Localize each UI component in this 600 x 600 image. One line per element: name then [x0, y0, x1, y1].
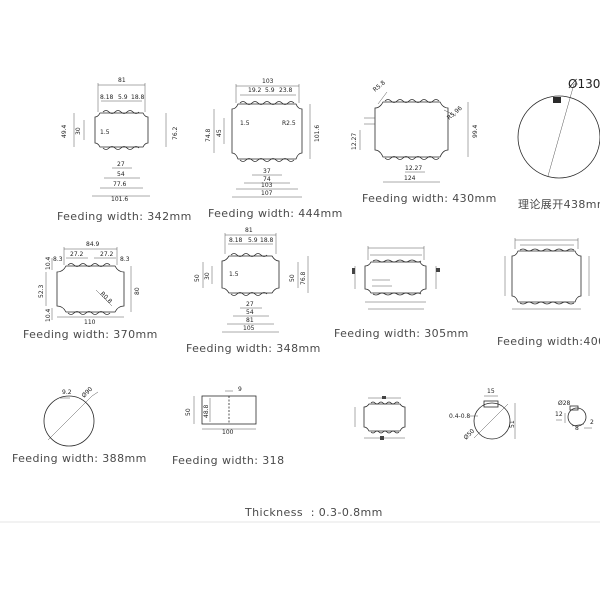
dim-label: 1.5 — [240, 120, 250, 127]
profile-small-rect — [354, 396, 406, 440]
dim-label: 76.8 — [300, 271, 307, 285]
dim-label: 50 — [289, 274, 296, 282]
dim-label: 52.3 — [38, 284, 45, 298]
feeding-width-caption: Feeding width: 348mm — [186, 342, 321, 355]
dim-label: Ø28 — [558, 400, 571, 407]
dim-label: 81 — [118, 77, 126, 84]
profile-370: 84.9 27.2 27.2 8.3 8.3 10.4 52.3 10.4 80… — [23, 241, 158, 341]
feeding-width-caption: Feeding width: 444mm — [208, 207, 343, 220]
profile-400: Feeding width:400mm — [497, 238, 600, 348]
dim-label: 84.9 — [86, 241, 100, 248]
dim-label: 1.5 — [100, 129, 110, 136]
dim-label: 10.4 — [45, 256, 52, 270]
profile-348: 81 8.18 5.9 18.8 50 30 1.5 50 76.8 27 54… — [186, 227, 321, 355]
diameter-label: Ø130 — [568, 77, 600, 91]
dim-label: 10.4 — [45, 308, 52, 322]
dim-label: 8.18 — [229, 237, 243, 244]
dim-label: 51 — [509, 420, 516, 428]
dim-label: 100 — [222, 429, 234, 436]
dim-label: 8.18 — [100, 94, 114, 101]
profile-430: R5.8 R5.96 12.27 99.4 12.27 124 Feeding … — [351, 79, 497, 205]
dim-label: 110 — [84, 319, 96, 326]
dim-label: 18.8 — [131, 94, 145, 101]
feeding-width-caption: Feeding width: 430mm — [362, 192, 497, 205]
dim-label: 49.4 — [61, 124, 68, 138]
dim-label: 54 — [246, 309, 254, 316]
dim-label: Ø90 — [80, 386, 94, 400]
dim-label: 27 — [246, 301, 254, 308]
dim-label: R2.5 — [282, 120, 296, 127]
feeding-width-caption: Feeding width: 318 — [172, 454, 284, 467]
dim-label: 76.2 — [172, 126, 179, 140]
dim-label: 103 — [261, 182, 273, 189]
profile-circle-130: Ø130 理论展开438mm — [517, 77, 600, 211]
feeding-width-caption: Feeding width: 370mm — [23, 328, 158, 341]
dim-label: 101.6 — [314, 125, 321, 142]
dim-label: 5.9 — [248, 237, 258, 244]
dim-label: 1.5 — [229, 271, 239, 278]
dim-label: 27 — [117, 161, 125, 168]
dim-label: 15 — [487, 388, 495, 395]
dim-label: 12 — [555, 411, 563, 418]
dim-label: 8.3 — [53, 256, 63, 263]
dim-label: 9 — [238, 386, 242, 393]
dim-label: 99.4 — [472, 124, 479, 138]
profile-305: Feeding width: 305mm — [334, 246, 469, 340]
profile-circle-28: Ø28 12 8 2 — [555, 400, 594, 432]
dim-label: 101.6 — [111, 196, 128, 203]
dim-label: 30 — [75, 127, 82, 135]
dim-label: 12.27 — [351, 133, 358, 150]
profile-circle-90: 9.2 Ø90 Feeding width: 388mm — [12, 386, 147, 465]
dim-label: R5.8 — [372, 79, 387, 93]
dim-label: 124 — [404, 175, 416, 182]
dim-label: 9.2 — [62, 389, 72, 396]
dim-label: 23.8 — [279, 87, 293, 94]
dim-label: 74 — [263, 176, 271, 183]
dim-label: 5.9 — [265, 87, 275, 94]
profile-342: 81 8.18 5.9 18.8 49.4 30 1.5 76.2 27 54 … — [57, 77, 192, 223]
profile-circle-50-tab: 15 0.4-0.8 Ø50 51 — [449, 388, 516, 441]
dim-label: 103 — [262, 78, 274, 85]
dim-label: R0.8 — [99, 290, 114, 305]
thickness-note: Thickness : 0.3-0.8mm — [244, 506, 383, 519]
dim-label: 50 — [194, 274, 201, 282]
dim-label: 27.2 — [70, 251, 84, 258]
dim-label: 8 — [575, 425, 579, 432]
dim-label: 77.6 — [113, 181, 127, 188]
feeding-width-caption: Feeding width: 342mm — [57, 210, 192, 223]
dim-label: 12.27 — [405, 165, 422, 172]
profile-318: 9 50 48.8 100 Feeding width: 318 — [172, 386, 284, 467]
dim-label: 81 — [246, 317, 254, 324]
dim-label: 48.8 — [203, 404, 210, 418]
feeding-width-caption: Feeding width: 305mm — [334, 327, 469, 340]
dim-label: 2 — [590, 419, 594, 426]
dim-label: R5.96 — [446, 105, 464, 122]
unfold-width-caption: 理论展开438mm — [518, 197, 600, 211]
profile-444: 103 19.2 5.9 23.8 74.8 45 1.5 R2.5 101.6… — [205, 78, 343, 220]
dim-label: 80 — [134, 287, 141, 295]
dim-label: 30 — [204, 272, 211, 280]
dim-label: 81 — [245, 227, 253, 234]
dim-label: 107 — [261, 190, 273, 197]
dim-label: 45 — [216, 129, 223, 137]
dim-label: 50 — [185, 408, 192, 416]
dim-label: 37 — [263, 168, 271, 175]
dim-label: 8.3 — [120, 256, 130, 263]
dim-label: 19.2 — [248, 87, 262, 94]
feeding-width-caption: Feeding width:400mm — [497, 335, 600, 348]
dim-label: 18.8 — [260, 237, 274, 244]
dim-label: Ø50 — [462, 428, 476, 442]
dim-label: 105 — [243, 325, 255, 332]
feeding-width-caption: Feeding width: 388mm — [12, 452, 147, 465]
dim-label: 27.2 — [100, 251, 114, 258]
dim-label: 0.4-0.8 — [449, 413, 470, 420]
dim-label: 5.9 — [118, 94, 128, 101]
dim-label: 54 — [117, 171, 125, 178]
dim-label: 74.8 — [205, 128, 212, 142]
